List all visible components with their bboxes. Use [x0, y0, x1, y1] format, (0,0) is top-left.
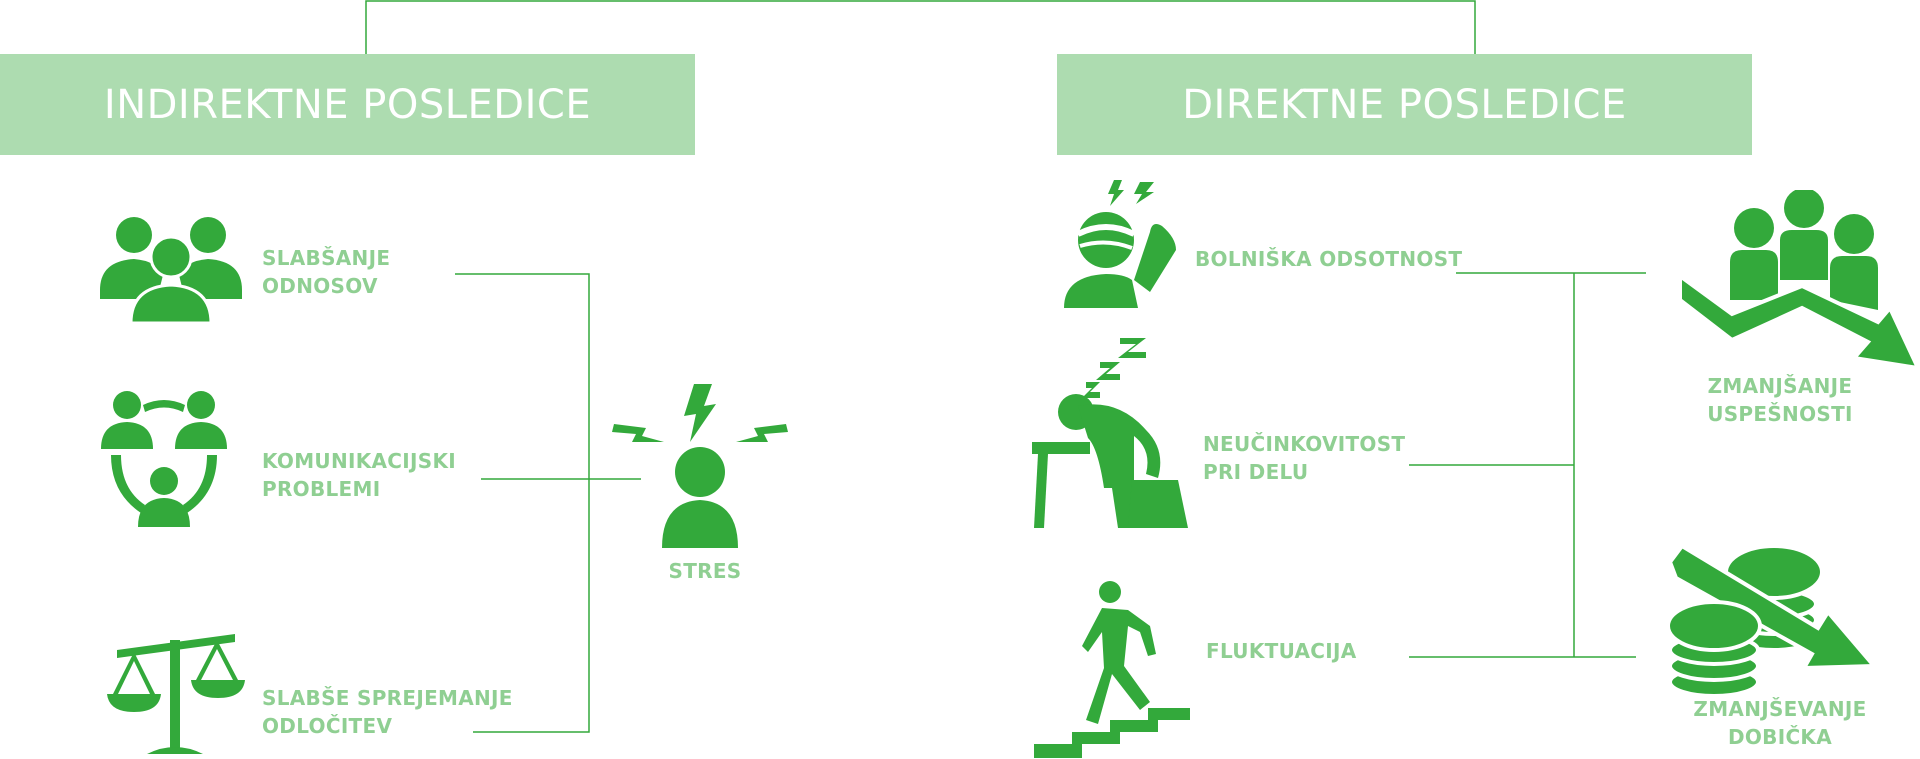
label-bolniska-odsotnost: BOLNIŠKA ODSOTNOST [1195, 247, 1463, 271]
stressed-person-icon [612, 384, 788, 550]
group-people-icon [97, 215, 245, 325]
left-bracket [455, 273, 590, 733]
walking-up-stairs-icon [1032, 578, 1192, 758]
header-indirect: INDIREKTNE POSLEDICE [0, 54, 695, 155]
headache-person-icon [1062, 180, 1178, 310]
declining-coins-icon [1668, 544, 1914, 698]
header-direct: DIREKTNE POSLEDICE [1057, 54, 1752, 155]
right-bracket [1409, 272, 1646, 658]
top-connector [365, 0, 1476, 54]
label-fluktuacija: FLUKTUACIJA [1206, 639, 1357, 663]
label-stres: STRES [668, 559, 742, 583]
scales-icon [107, 628, 245, 756]
declining-team-icon [1678, 190, 1920, 375]
communication-circle-icon [97, 389, 231, 529]
sleeping-at-desk-icon [1028, 338, 1190, 530]
